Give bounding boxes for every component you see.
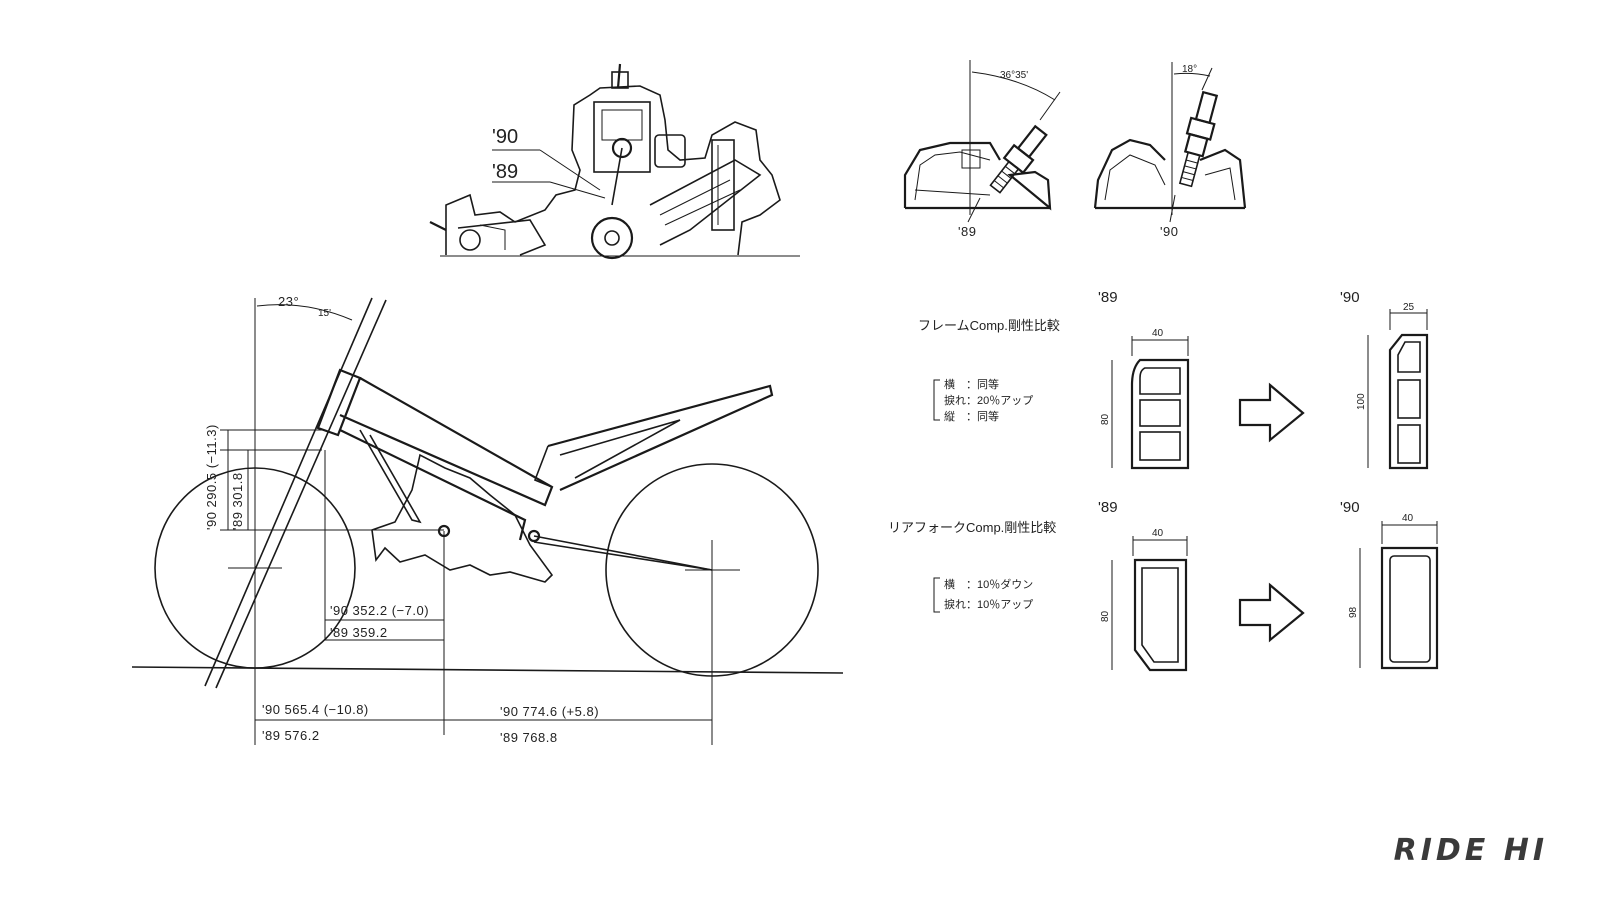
frame-comp-note-3: 縦 ：同等 — [944, 409, 999, 423]
rearfork-note-2: 捩れ：10％アップ — [944, 597, 1033, 611]
frame-arrow-icon — [1238, 382, 1305, 443]
engine-label-90: '90 — [492, 126, 518, 148]
caster-minutes: 15' — [318, 308, 331, 319]
frame-comp-year-90: '90 — [1340, 289, 1360, 306]
height-89: '89 301.8 — [230, 472, 245, 530]
right-plug-angle: 18° — [1182, 64, 1197, 75]
caster-angle: 23° — [278, 294, 299, 309]
rearfork-comp-year-90: '90 — [1340, 499, 1360, 516]
engine-label-89: '89 — [492, 161, 518, 183]
front-length-90: '90 565.4 (−10.8) — [262, 702, 369, 717]
rear-length-90: '90 774.6 (+5.8) — [500, 704, 599, 719]
frame-comp-comparison: フレームComp.剛性比較 '89 '90 横 ：同等 捩れ：20％アップ 縦 … — [918, 289, 1429, 470]
rearfork-right-width: 40 — [1402, 513, 1414, 524]
pivot-90: '90 352.2 (−7.0) — [330, 603, 429, 618]
frame-right-width: 25 — [1403, 302, 1415, 313]
frame-comp-year-89: '89 — [1098, 289, 1118, 306]
frame-left-width: 40 — [1152, 328, 1164, 339]
frame-comp-note-2: 捩れ：20％アップ — [944, 393, 1033, 407]
height-90: '90 290.5 (−11.3) — [204, 424, 219, 530]
frame-comp-title: フレームComp.剛性比較 — [918, 318, 1060, 333]
frame-geometry-diagram: 23° 15' '90 290.5 (−11.3) '89 301.8 '90 — [131, 294, 844, 745]
frame-comp-note-1: 横 ：同等 — [944, 377, 999, 391]
ground-line — [131, 666, 844, 674]
left-plug-year: '89 — [958, 224, 976, 239]
frame-left-height: 80 — [1100, 413, 1111, 425]
left-plug-angle: 36°35' — [1000, 70, 1028, 81]
ride-hi-logo: RIDE HI — [1393, 833, 1548, 868]
rearfork-left-width: 40 — [1152, 528, 1164, 539]
spark-plug-right-detail: 18° '90 — [1093, 62, 1247, 239]
spark-plug-left-detail: 36°35' '89 — [903, 60, 1061, 239]
rearfork-note-1: 横 ：10％ダウン — [944, 577, 1033, 591]
rearfork-comp-title: リアフォークComp.剛性比較 — [888, 520, 1056, 535]
right-plug-year: '90 — [1160, 224, 1178, 239]
rearfork-comp-year-89: '89 — [1098, 499, 1118, 516]
rearfork-comp-comparison: リアフォークComp.剛性比較 '89 '90 横 ：10％ダウン 捩れ：10％… — [888, 499, 1439, 672]
rearfork-arrow-icon — [1238, 582, 1305, 643]
pivot-89: '89 359.2 — [330, 625, 388, 640]
rearfork-right-height: 98 — [1348, 606, 1359, 618]
rear-length-89: '89 768.8 — [500, 730, 558, 745]
frame-right-height: 100 — [1356, 393, 1367, 410]
rearfork-left-height: 80 — [1100, 610, 1111, 622]
engine-cross-section: '90 '89 — [429, 63, 800, 260]
front-length-89: '89 576.2 — [262, 728, 320, 743]
